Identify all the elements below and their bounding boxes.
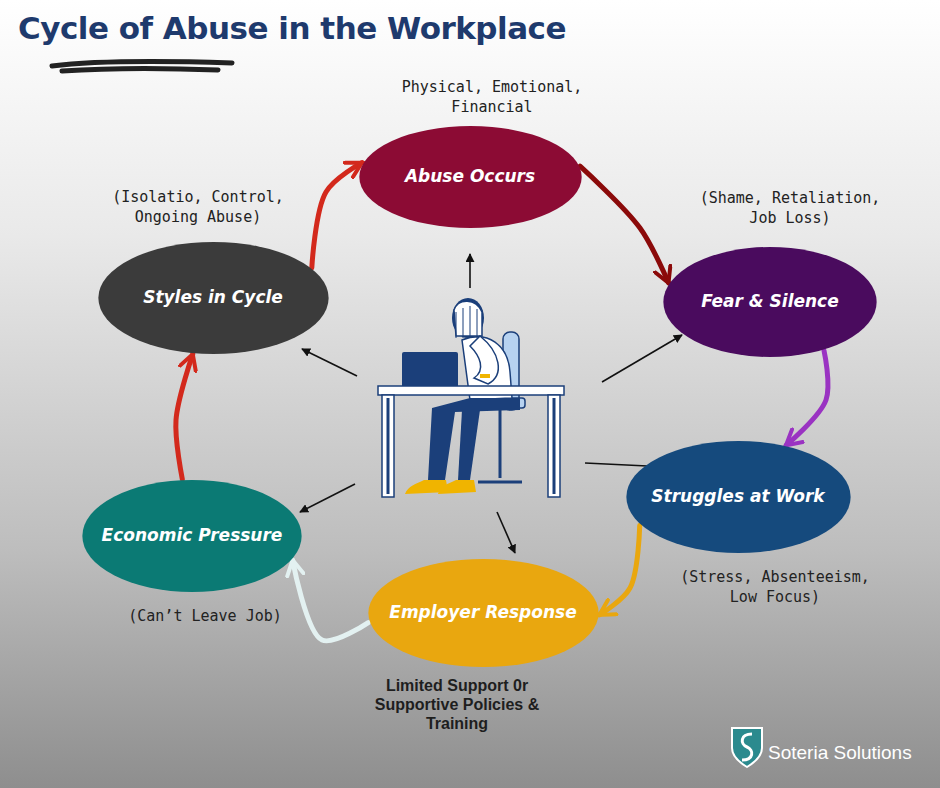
logo-shield <box>732 728 762 767</box>
ellipse-fill <box>359 126 581 228</box>
circle-label: Economic Pressure <box>84 525 301 546</box>
circle-label: Abuse Occurs <box>387 166 553 187</box>
circle-label: Fear & Silence <box>683 291 856 312</box>
circle-note: Physical, Emotional, Financial <box>397 78 587 117</box>
cycle-arrow <box>293 560 369 641</box>
circle-note: (Shame, Retaliation, Job Loss) <box>683 189 898 228</box>
ellipse-fill <box>368 559 598 667</box>
circle-label-wrap: Employer Response <box>367 558 600 668</box>
circle-label-wrap: Abuse Occurs <box>358 125 583 229</box>
circle-note: (Can’t Leave Job) <box>115 607 295 627</box>
cycle-arrow <box>786 350 828 445</box>
title-underline <box>52 61 232 71</box>
ellipse-fill <box>663 247 876 357</box>
struggle-circle: Struggles at Work(Stress, Absenteeism, L… <box>625 440 852 554</box>
logo-wordmark: Soteria Solutions <box>768 742 912 764</box>
circle-label-wrap: Economic Pressure <box>81 479 303 593</box>
stressed-worker <box>378 298 564 497</box>
cycle-arrow <box>599 526 639 615</box>
response-options: Limited Support 0r Supportive Policies &… <box>365 676 550 734</box>
circle-note: (Isolatio, Control, Ongoing Abuse) <box>98 188 298 227</box>
economic-circle: Economic Pressure(Can’t Leave Job) <box>81 479 303 593</box>
circle-label: Struggles at Work <box>633 486 842 507</box>
pointer-arrows <box>300 254 682 553</box>
ellipse-fill <box>626 441 850 553</box>
styles-circle: Styles in Cycle(Isolatio, Control, Ongoi… <box>97 241 330 355</box>
abuse-circle: Abuse OccursPhysical, Emotional, Financi… <box>358 125 583 229</box>
employer-circle: Employer ResponseLimited Support 0r Supp… <box>367 558 600 668</box>
circle-label-wrap: Fear & Silence <box>662 246 878 358</box>
circle-label: Styles in Cycle <box>125 287 301 308</box>
ellipse-fill <box>98 242 328 354</box>
cycle-arrow <box>176 354 193 479</box>
cycle-arrow <box>580 166 668 283</box>
circle-label: Employer Response <box>371 602 594 623</box>
circle-label-wrap: Styles in Cycle <box>97 241 330 355</box>
circle-note: (Stress, Absenteeism, Low Focus) <box>675 568 875 607</box>
fear-circle: Fear & Silence(Shame, Retaliation, Job L… <box>662 246 878 358</box>
ellipse-fill <box>82 480 301 592</box>
cycle-arrow <box>312 163 362 268</box>
diagram-title: Cycle of Abuse in the Workplace <box>18 10 566 46</box>
circle-label-wrap: Struggles at Work <box>625 440 852 554</box>
